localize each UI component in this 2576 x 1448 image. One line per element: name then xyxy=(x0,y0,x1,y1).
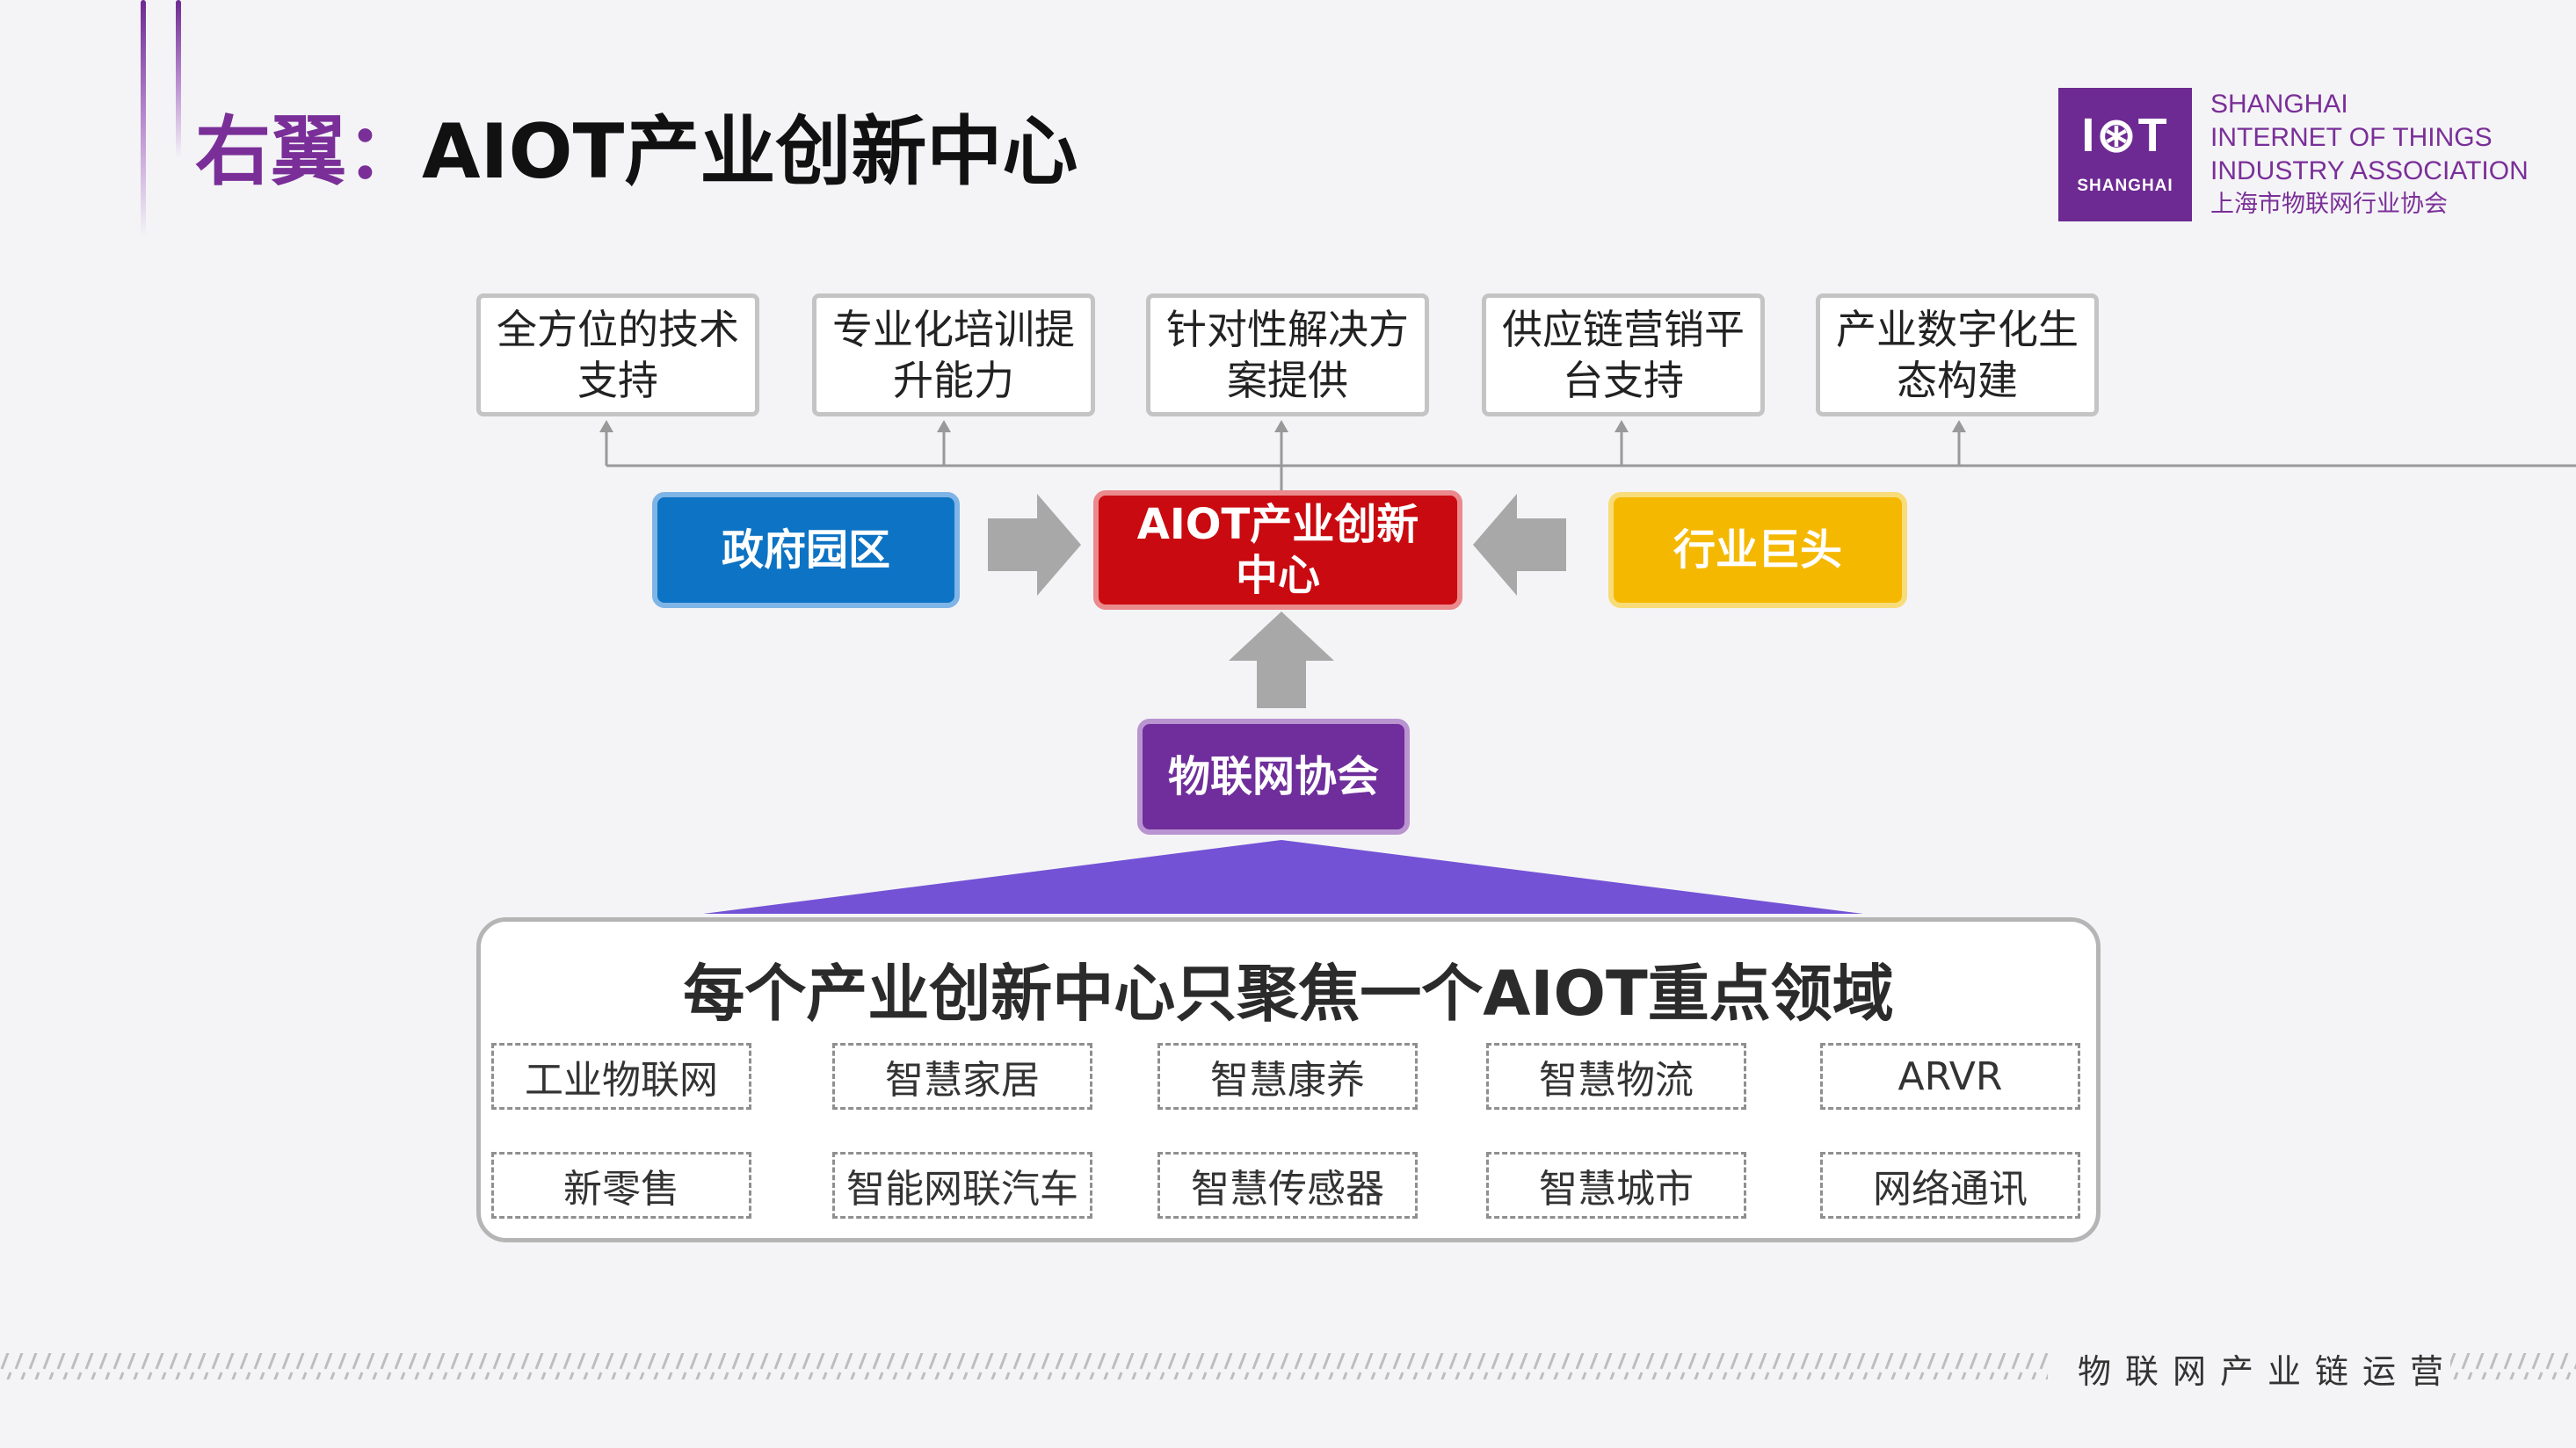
service-box-1: 全方位的技术支持 xyxy=(476,293,759,416)
logo-text: SHANGHAI INTERNET OF THINGS INDUSTRY ASS… xyxy=(2210,88,2529,221)
footer-hatch xyxy=(0,1353,2576,1379)
bracket-arrowhead-2 xyxy=(937,420,951,432)
logo-cn-name: 上海市物联网行业协会 xyxy=(2210,191,2448,218)
service-box-5: 产业数字化生态构建 xyxy=(1816,293,2099,416)
title-colon: ： xyxy=(346,108,422,196)
domain-cell: 智慧家居 xyxy=(832,1043,1092,1110)
accent-line-left xyxy=(141,0,146,237)
panel-title: 每个产业创新中心只聚焦一个AIOT重点领域 xyxy=(683,958,1894,1030)
bracket-arrowhead-4 xyxy=(1615,420,1629,432)
domain-cell: 智慧物流 xyxy=(1486,1043,1746,1110)
arrow-left-icon xyxy=(1473,494,1566,596)
arrow-up-icon xyxy=(1229,612,1334,708)
domain-cell: 新零售 xyxy=(491,1152,751,1219)
logo-badge-text: SHANGHAI xyxy=(2077,177,2173,195)
title-prefix: 右翼 xyxy=(195,108,346,196)
government-park-node: 政府园区 xyxy=(652,492,960,608)
logo-line-1: SHANGHAI xyxy=(2210,90,2348,119)
domain-cell: 工业物联网 xyxy=(491,1043,751,1110)
aiot-center-node: AIOT产业创新中心 xyxy=(1093,490,1462,610)
domain-cell: ARVR xyxy=(1820,1043,2080,1110)
industry-giants-node: 行业巨头 xyxy=(1608,492,1907,608)
logo-line-3: INDUSTRY ASSOCIATION xyxy=(2210,156,2529,185)
domain-cell: 智能网联汽车 xyxy=(832,1152,1092,1219)
iot-logo: I⊛T SHANGHAI xyxy=(2058,88,2192,221)
domain-cell: 智慧城市 xyxy=(1486,1152,1746,1219)
footer-text: 物联网产业链运营 xyxy=(2078,1352,2458,1391)
domain-cell: 智慧传感器 xyxy=(1157,1152,1418,1219)
domain-cell: 智慧康养 xyxy=(1157,1043,1418,1110)
service-box-4: 供应链营销平台支持 xyxy=(1482,293,1765,416)
service-box-2: 专业化培训提升能力 xyxy=(812,293,1095,416)
domain-cell: 网络通讯 xyxy=(1820,1152,2080,1219)
bracket-arrowhead-3 xyxy=(1274,420,1288,432)
accent-line-right xyxy=(176,0,181,158)
bracket-arrowhead-1 xyxy=(599,420,613,432)
footer-hatch-left xyxy=(0,1353,2048,1379)
title-main: AIOT产业创新中心 xyxy=(422,108,1078,196)
logo-mark: I⊛T xyxy=(2081,109,2169,162)
arrow-right-icon xyxy=(988,494,1081,596)
page-title: 右翼：AIOT产业创新中心 xyxy=(195,104,1078,200)
iot-association-node: 物联网协会 xyxy=(1137,719,1410,835)
service-box-3: 针对性解决方案提供 xyxy=(1146,293,1429,416)
logo-line-2: INTERNET OF THINGS xyxy=(2210,123,2493,152)
focus-domains-panel: 每个产业创新中心只聚焦一个AIOT重点领域 工业物联网 智慧家居 智慧康养 智慧… xyxy=(476,917,2101,1242)
footer-hatch-right xyxy=(2450,1353,2576,1379)
fan-triangle xyxy=(703,840,1863,914)
bracket-arrowhead-5 xyxy=(1952,420,1966,432)
